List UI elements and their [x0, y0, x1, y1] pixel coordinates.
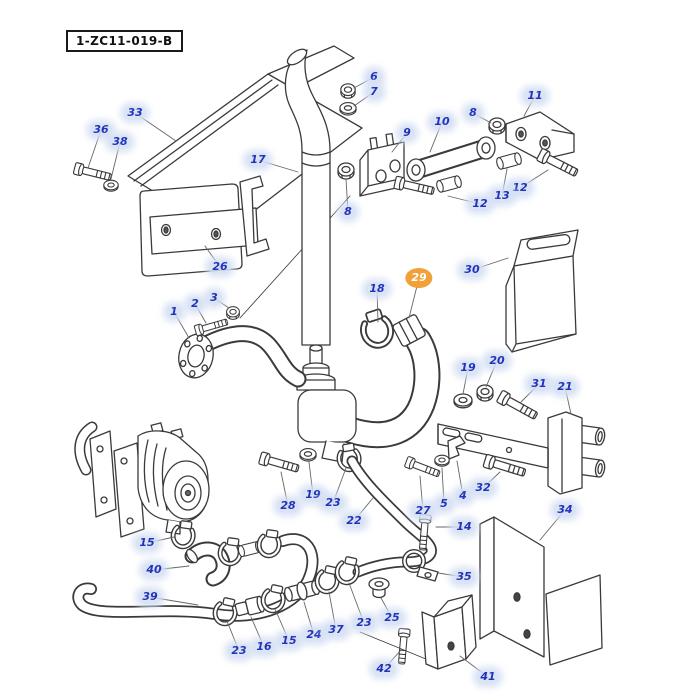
callout-21[interactable]: 21 — [553, 380, 577, 394]
part-clamp-bracket — [239, 175, 270, 257]
reference-code-box: 1-ZC11-019-B — [66, 30, 183, 52]
callout-18[interactable]: 18 — [365, 282, 389, 296]
callout-6[interactable]: 6 — [366, 70, 382, 84]
callout-37[interactable]: 37 — [324, 623, 348, 637]
part-bracket-arm-21 — [437, 411, 606, 495]
callout-22[interactable]: 22 — [342, 514, 366, 528]
part-bracket-34 — [479, 516, 603, 666]
callout-17[interactable]: 17 — [246, 153, 270, 167]
callout-29[interactable]: 29 — [405, 268, 433, 288]
part-bracket-30 — [505, 229, 579, 353]
part-hose-assembly-29 — [296, 314, 441, 463]
callout-28[interactable]: 28 — [276, 499, 300, 513]
callout-16[interactable]: 16 — [252, 640, 276, 654]
callout-1[interactable]: 1 — [166, 305, 182, 319]
callout-25[interactable]: 25 — [380, 611, 404, 625]
part-compressor — [74, 421, 210, 538]
callout-15-2[interactable]: 15 — [277, 634, 301, 648]
callout-30[interactable]: 30 — [460, 263, 484, 277]
callout-13[interactable]: 13 — [490, 189, 514, 203]
callout-19-2[interactable]: 19 — [301, 488, 325, 502]
callout-8-2[interactable]: 8 — [465, 106, 481, 120]
construction-line — [239, 195, 351, 319]
part-link-arm-10 — [406, 136, 496, 182]
part-bracket-11 — [505, 111, 575, 161]
callout-11[interactable]: 11 — [523, 89, 547, 103]
callout-12-2[interactable]: 12 — [468, 197, 492, 211]
callout-14[interactable]: 14 — [452, 520, 476, 534]
callout-15[interactable]: 15 — [135, 536, 159, 550]
callout-23-3[interactable]: 23 — [352, 616, 376, 630]
callout-39[interactable]: 39 — [138, 590, 162, 604]
callout-36[interactable]: 36 — [89, 123, 113, 137]
part-exhaust-pipe-17 — [284, 48, 331, 346]
part-hose-22 — [346, 455, 437, 578]
part-bracket-41 — [359, 594, 477, 670]
part-mount-plate-26 — [139, 183, 259, 277]
callout-23-2[interactable]: 23 — [227, 644, 251, 658]
callout-24[interactable]: 24 — [302, 628, 326, 642]
callout-8[interactable]: 8 — [340, 205, 356, 219]
callout-2[interactable]: 2 — [187, 297, 203, 311]
callout-4[interactable]: 4 — [455, 489, 471, 503]
callout-31[interactable]: 31 — [527, 377, 551, 391]
callout-9[interactable]: 9 — [399, 126, 415, 140]
part-elbow-pipe-1 — [178, 325, 307, 388]
callout-38[interactable]: 38 — [108, 135, 132, 149]
callout-5[interactable]: 5 — [436, 497, 452, 511]
callout-10[interactable]: 10 — [430, 115, 454, 129]
callout-42[interactable]: 42 — [372, 662, 396, 676]
callout-19[interactable]: 19 — [456, 361, 480, 375]
callout-12[interactable]: 12 — [508, 181, 532, 195]
callout-3[interactable]: 3 — [206, 291, 222, 305]
callout-20[interactable]: 20 — [485, 354, 509, 368]
callout-7[interactable]: 7 — [366, 85, 382, 99]
callout-32[interactable]: 32 — [471, 481, 495, 495]
callout-33[interactable]: 33 — [123, 106, 147, 120]
callout-26[interactable]: 26 — [208, 260, 232, 274]
callout-35[interactable]: 35 — [452, 570, 476, 584]
part-p-clamp-35 — [402, 549, 439, 582]
callout-41[interactable]: 41 — [476, 670, 500, 684]
callout-40[interactable]: 40 — [142, 563, 166, 577]
callout-23[interactable]: 23 — [321, 496, 345, 510]
callout-34[interactable]: 34 — [553, 503, 577, 517]
callout-27[interactable]: 27 — [411, 504, 435, 518]
